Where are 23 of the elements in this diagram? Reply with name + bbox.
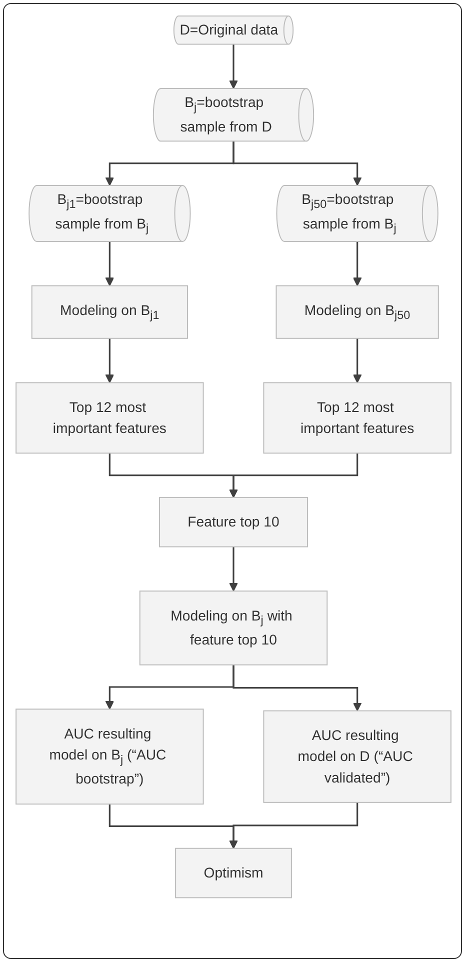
process-box: Optimism bbox=[175, 848, 292, 898]
process-box: Modeling on B$_{j50}$ bbox=[276, 285, 439, 339]
process-box: AUC resulting model on D (“AUC validated”) bbox=[263, 710, 452, 803]
process-box: Top 12 most important features bbox=[263, 382, 452, 454]
arrow bbox=[352, 338, 362, 384]
data-store: D=Original data bbox=[173, 16, 294, 45]
arrow bbox=[232, 141, 362, 186]
arrow bbox=[352, 241, 362, 286]
arrow bbox=[229, 546, 238, 592]
data-store: B$_{j}$=bootstrap sample from D bbox=[152, 88, 314, 142]
arrow bbox=[105, 241, 114, 286]
process-box: Modeling on B$_{j1}$ bbox=[31, 285, 188, 339]
arrow bbox=[232, 664, 362, 712]
arrow bbox=[229, 453, 358, 498]
process-box: Modeling on B$_{j}$ with feature top 10 bbox=[139, 590, 328, 666]
process-box: Top 12 most important features bbox=[16, 382, 204, 454]
arrow bbox=[229, 44, 238, 89]
arrow bbox=[105, 338, 114, 384]
process-box: Feature top 10 bbox=[158, 496, 308, 548]
data-store: B$_{j1}$=bootstrap sample from B$_{j}$ bbox=[28, 184, 191, 242]
data-store: B$_{j50}$=bootstrap sample from B$_{j}$ bbox=[276, 184, 438, 242]
process-box: AUC resulting model on B$_{j}$ (“AUC bootstrap”) bbox=[16, 708, 204, 805]
arrow bbox=[229, 802, 358, 849]
